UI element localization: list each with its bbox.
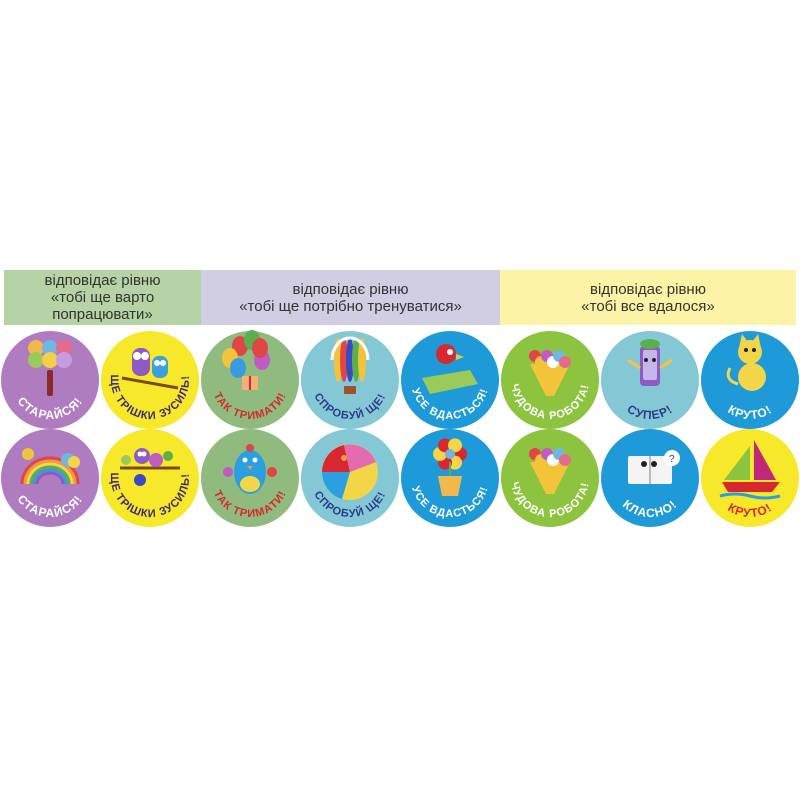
book-character-icon: ? <box>628 450 680 484</box>
sticker: КРУТО! <box>701 331 799 429</box>
sticker: СПРОБУЙ ЩЕ! <box>301 429 399 527</box>
bouquet-icon <box>529 350 571 396</box>
sticker: ТАК ТРИМАТИ! <box>201 330 299 429</box>
sticker: УСЕ ВДАСТЬСЯ! <box>401 331 499 429</box>
sticker: ТАК ТРИМАТИ! <box>201 429 299 527</box>
sticker: ? КЛАСНО! <box>601 429 699 527</box>
bouquet-icon <box>529 448 571 494</box>
bird-book-icon <box>422 344 478 394</box>
sticker-label: СУПЕР! <box>625 402 676 422</box>
cat-icon <box>726 334 766 391</box>
flower-pot-icon <box>433 438 467 496</box>
level-header-work-more: відповідає рівню «тобі ще варто попрацюв… <box>4 270 201 325</box>
sticker: СУПЕР! <box>601 331 699 429</box>
sticker-background <box>101 429 199 527</box>
phone-character-icon <box>627 339 673 386</box>
level-header-all-succeeded: відповідає рівню «тобі все вдалося» <box>500 270 796 325</box>
hot-air-balloon-icon <box>330 336 370 394</box>
sticker: СТАРАЙСЯ! <box>1 429 99 527</box>
tree-icon <box>28 340 72 396</box>
level-header-line: відповідає рівню <box>44 272 161 289</box>
owls-icon <box>121 348 179 390</box>
sticker-background <box>101 331 199 429</box>
sticker: КРУТО! <box>701 429 799 527</box>
sticker: СТАРАЙСЯ! <box>1 331 99 429</box>
sticker: ЧУДОВА РОБОТА! <box>501 331 599 429</box>
rainbow-icon <box>20 448 80 485</box>
balloons-icon <box>222 330 270 390</box>
level-header-line: відповідає рівню <box>590 280 706 298</box>
birds-branch-icon <box>120 448 180 486</box>
svg-text:?: ? <box>669 454 675 465</box>
sticker: ЩЕ ТРІШКИ ЗУСИЛЬ! <box>101 331 199 429</box>
level-header-line: «тобі ще варто <box>50 289 155 306</box>
sticker-label: КРУТО! <box>725 500 774 520</box>
level-header-line: «тобі ще потрібно тренуватися» <box>239 297 462 315</box>
sticker: ЧУДОВА РОБОТА! <box>501 429 599 527</box>
beach-ball-icon <box>321 444 378 500</box>
level-header-line: попрацювати» <box>52 306 153 323</box>
sticker: ЩЕ ТРІШКИ ЗУСИЛЬ! <box>101 429 199 527</box>
sticker: УСЕ ВДАСТЬСЯ! <box>401 429 499 527</box>
level-header-line: «тобі все вдалося» <box>581 297 715 315</box>
sticker-label: КЛАСНО! <box>620 497 680 520</box>
chick-icon <box>223 444 277 494</box>
sailboat-icon <box>719 440 781 500</box>
sticker-grid: СТАРАЙСЯ!ЩЕ ТРІШКИ ЗУСИЛЬ!ТАК ТРИМАТИ!СП… <box>1 330 799 527</box>
level-header-practice-more: відповідає рівню «тобі ще потрібно трену… <box>201 270 500 325</box>
sticker: СПРОБУЙ ЩЕ! <box>301 331 399 429</box>
sticker-label: КРУТО! <box>725 402 774 422</box>
level-header-line: відповідає рівню <box>292 280 409 298</box>
